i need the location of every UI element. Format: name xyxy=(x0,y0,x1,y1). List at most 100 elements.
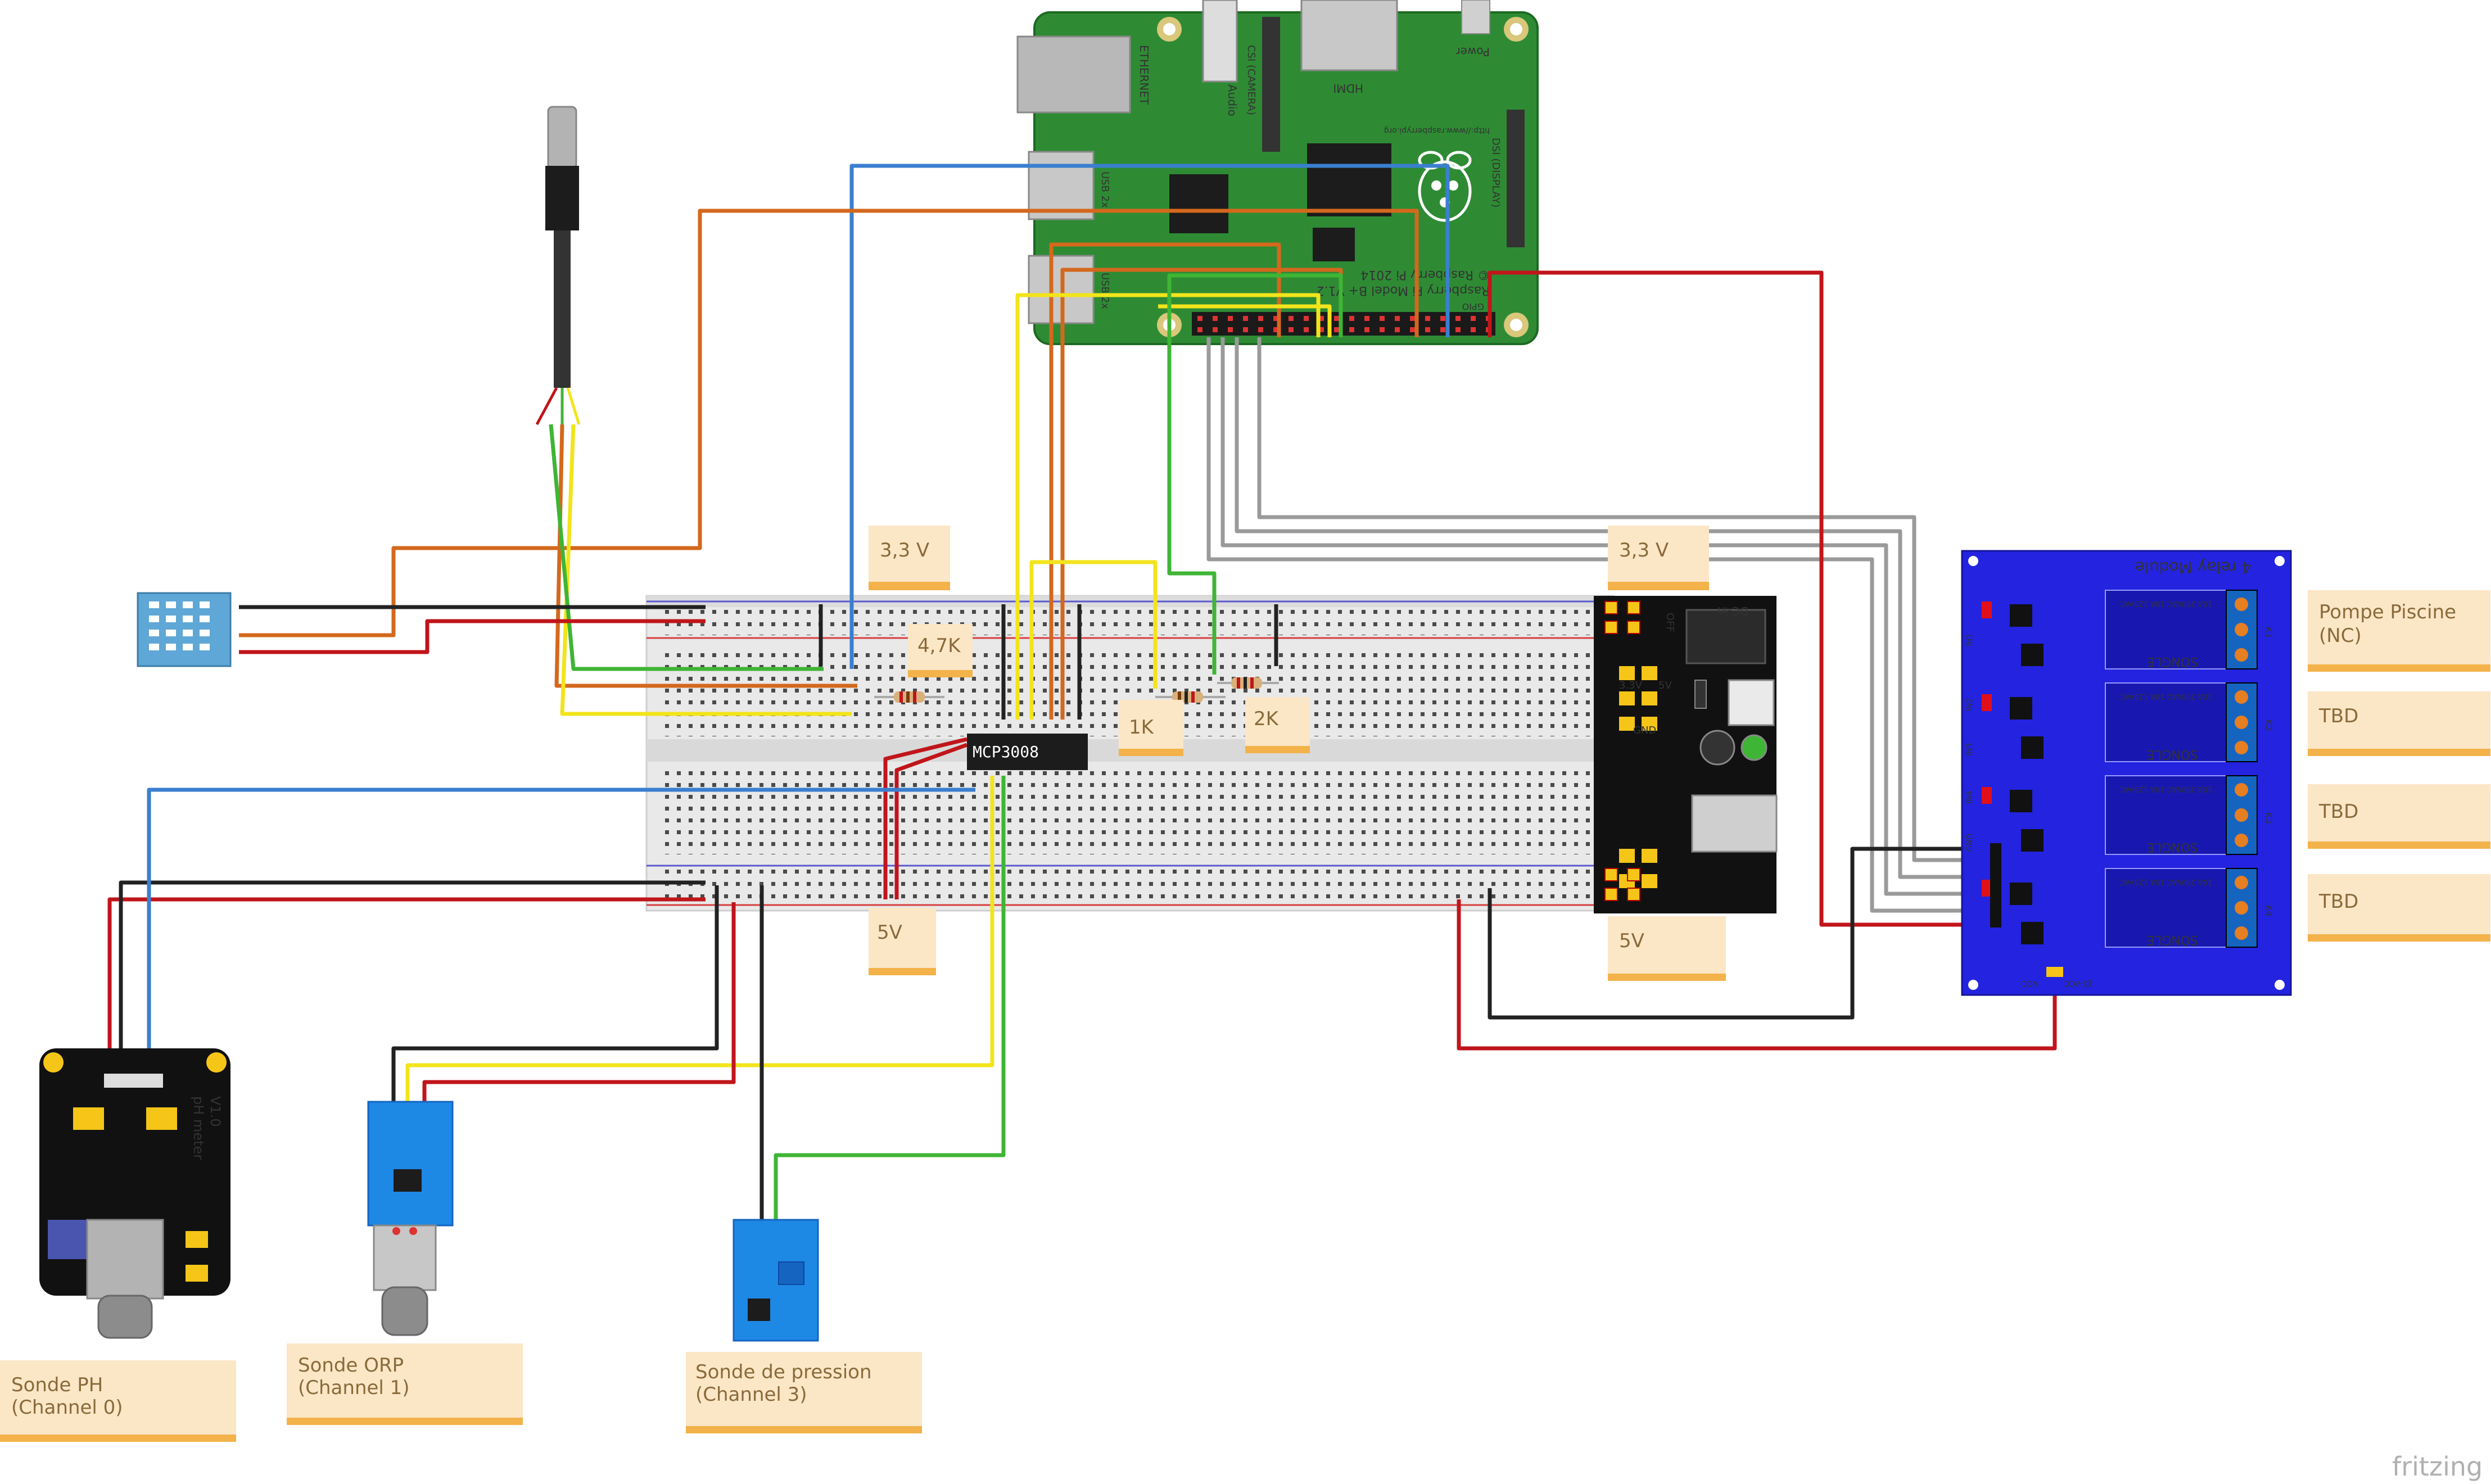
relay-in3: IN3 xyxy=(1965,743,1974,756)
svg-text:1K: 1K xyxy=(1129,716,1155,739)
svg-text:4,7K: 4,7K xyxy=(917,635,961,657)
ph-board-version: V1.0 xyxy=(207,1096,223,1127)
raspberry-pi: ETHERNET HDMI Audio Power CSI (CAMERA) U… xyxy=(1016,0,1539,345)
note-sonde-pression: Sonde de pression (Channel 3) xyxy=(686,1352,922,1433)
gpio-header xyxy=(1192,312,1495,336)
rpi-power-label: Power xyxy=(1455,45,1490,58)
rpi-hdmi-label: HDMI xyxy=(1333,82,1363,95)
wire-orange-rpi-2 xyxy=(1049,242,1281,720)
rpi-usb2-label: USB 2x xyxy=(1099,273,1111,309)
note-relay-1-line2: (NC) xyxy=(2319,625,2362,647)
rpi-model-label: Raspberry Pi Model B+ V1.2 xyxy=(1317,283,1490,297)
relay-module-title: 4 relay Module xyxy=(2135,558,2252,577)
note-sonde-orp-line2: (Channel 1) xyxy=(298,1377,410,1399)
rpi-usb1-label: USB 2x xyxy=(1099,171,1111,208)
note-sonde-pression-line2: (Channel 3) xyxy=(695,1383,807,1406)
hdmi-port xyxy=(1300,0,1398,71)
svg-text:Sonde PH (Channel 0): Sonde PH (Channel 0) xyxy=(11,1374,123,1419)
svg-text:Sonde de pression (Chann: Sonde de pression (Channel 3) xyxy=(695,1361,878,1406)
mcp3008-chip: MCP3008 xyxy=(967,734,1088,770)
svg-text:5V: 5V xyxy=(877,921,902,944)
relay-3 xyxy=(1982,775,2258,855)
note-sonde-orp: Sonde ORP (Channel 1) xyxy=(287,1343,523,1425)
relay-module: 4 relay Module S xyxy=(1961,550,2292,996)
power-port xyxy=(1461,0,1490,34)
relay-spec-1: 10A 250VAC 10A 125VAC xyxy=(2120,599,2213,608)
wire-red-ph xyxy=(107,897,706,1079)
wire-black-ph xyxy=(119,880,706,1079)
rpi-display-label: DSI (DISPLAY) xyxy=(1490,138,1502,207)
relay-4 xyxy=(1982,868,2258,948)
mcp3008-label: MCP3008 xyxy=(973,743,1039,761)
svg-text:5V: 5V xyxy=(1619,930,1644,952)
audio-jack xyxy=(1202,0,1238,83)
rpi-gpio-label: GPIO xyxy=(1462,301,1484,312)
rpi-url-label: http://www.raspberrypi.org xyxy=(1384,126,1490,135)
svg-text:TBD: TBD xyxy=(2318,705,2358,727)
wire-yellow-mcp xyxy=(1029,560,1158,720)
svg-text:TBD: TBD xyxy=(2318,800,2358,823)
note-v5-left: 5V xyxy=(869,908,936,975)
note-v33-right: 3,3 V xyxy=(1608,526,1709,590)
relay-songle-3: SONGLE xyxy=(2147,840,2198,854)
power-led xyxy=(1740,734,1767,761)
relay-songle-1: SONGLE xyxy=(2147,654,2198,668)
wire-blue-ph xyxy=(147,788,975,1079)
wire-blue-rpi xyxy=(849,164,1450,669)
ph-meter-board: pH meter V1.0 xyxy=(39,1048,230,1339)
note-relay-2: TBD xyxy=(2308,691,2490,756)
wire-yellow-probe xyxy=(560,424,852,716)
wire-green-pressure xyxy=(774,776,1006,1231)
wire-orange-dht xyxy=(239,209,1419,637)
fritzing-watermark: fritzing xyxy=(2392,1451,2483,1482)
wire-gray-1 xyxy=(1257,337,1990,862)
relay-in1: IN1 xyxy=(1965,633,1974,646)
rpi-camera-label: CSI (CAMERA) xyxy=(1245,45,1257,115)
svg-text:3,3 V: 3,3 V xyxy=(880,539,929,562)
resistor-4k7 xyxy=(874,691,944,703)
relay-gnd-label: GND xyxy=(1965,834,1974,852)
wire-red-mcp1 xyxy=(883,737,968,899)
wires xyxy=(107,164,2057,1231)
wire-red-dht xyxy=(239,619,706,654)
relay-k2: K2 xyxy=(2263,720,2274,731)
svg-text:Pompe Piscine (NC): Pompe Piscine (NC) xyxy=(2319,601,2462,647)
wire-gray-2 xyxy=(1235,337,1990,879)
note-sonde-ph-line2: (Channel 0) xyxy=(11,1396,123,1419)
relay-in4: IN4 xyxy=(1965,790,1974,804)
soc-chip xyxy=(1169,174,1228,233)
relay-spec-2: 10A 250VAC 10A 125VAC xyxy=(2120,692,2213,700)
psu-33-label: 3.3V xyxy=(1619,680,1643,691)
note-relay-1-line1: Pompe Piscine xyxy=(2319,601,2456,623)
wire-green-rpi xyxy=(1167,273,1343,675)
psu-5v-label: 5V xyxy=(1658,680,1672,691)
note-relay-4: TBD xyxy=(2308,874,2490,942)
relay-k4: K4 xyxy=(2263,905,2274,917)
relay-2 xyxy=(1982,682,2258,762)
note-sonde-orp-line1: Sonde ORP xyxy=(298,1354,404,1377)
wire-gray-4 xyxy=(1206,337,1990,913)
temperature-probe xyxy=(535,106,581,426)
svg-text:Sonde ORP (Channel 1): Sonde ORP (Channel 1) xyxy=(298,1354,410,1399)
camera-connector xyxy=(1262,17,1280,152)
usb-port xyxy=(1691,794,1778,853)
wire-yellow-rpi-2 xyxy=(1158,304,1332,337)
pressure-board xyxy=(733,1219,819,1342)
relay-spec-3: 10A 250VAC 10A 125VAC xyxy=(2120,785,2213,793)
wire-red-mcp2 xyxy=(894,743,968,899)
note-v33-left: 3,3 V xyxy=(869,526,950,590)
gpio-pins xyxy=(1197,316,1491,332)
rpi-copyright-label: © Raspberry Pi 2014 xyxy=(1360,268,1490,282)
raspberry-logo xyxy=(1418,151,1472,222)
relay-k3: K3 xyxy=(2263,812,2274,824)
wire-red-rpi-relay xyxy=(1488,270,1990,927)
relay-spec-4: 10A 250VAC 10A 125VAC xyxy=(2120,877,2213,886)
resistor-2k xyxy=(1217,677,1279,689)
dc-jack xyxy=(1685,609,1766,664)
note-sonde-ph: Sonde PH (Channel 0) xyxy=(0,1360,236,1442)
psu-off-label: OFF xyxy=(1664,613,1676,632)
power-supply-module: DC-in 3.3V 5V GND OFF xyxy=(1594,596,1778,913)
note-r2k: 2K xyxy=(1245,697,1310,753)
relay-in2: IN2 xyxy=(1965,698,1974,711)
svg-text:2K: 2K xyxy=(1254,708,1280,730)
